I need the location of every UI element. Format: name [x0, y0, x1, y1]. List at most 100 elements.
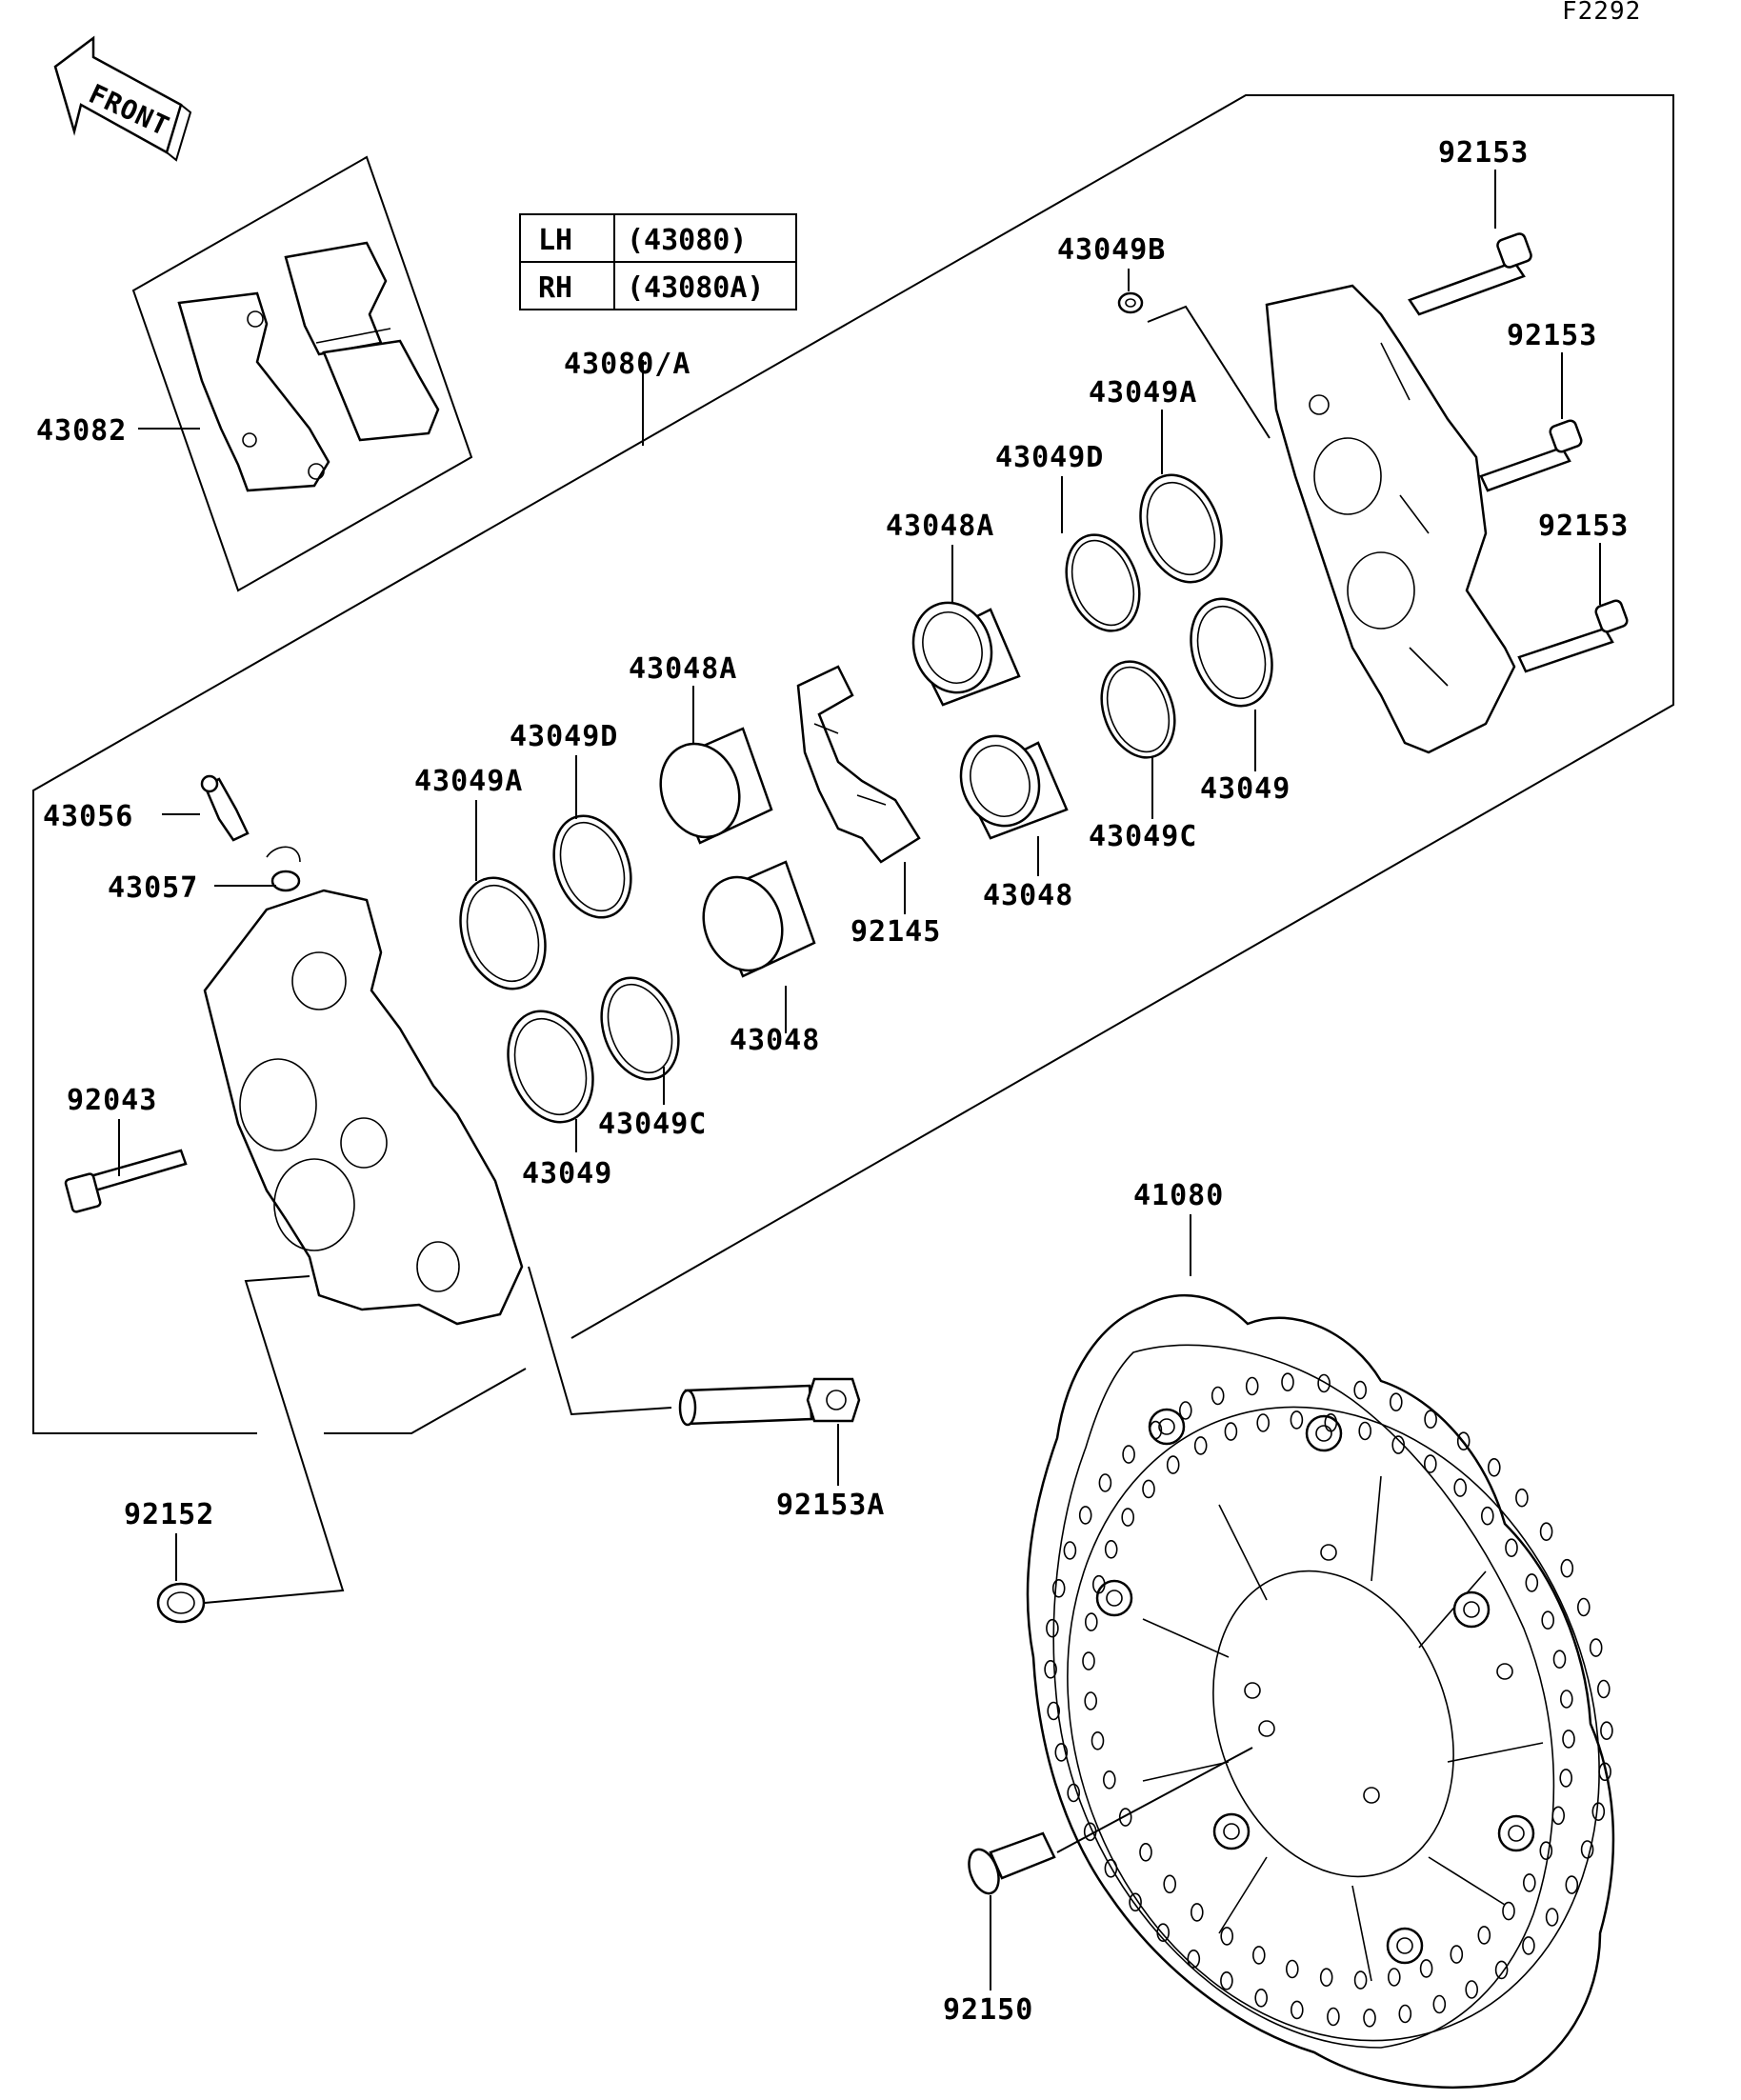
disc-hole: [1085, 1612, 1098, 1631]
disc-hole: [1353, 1970, 1368, 1990]
brake-pad-outline: [131, 155, 473, 592]
disc-hole: [1084, 1691, 1097, 1710]
disc-bolt-92150: [968, 1831, 1056, 1895]
variant-code: (43080A): [627, 271, 765, 305]
disc-hole: [1358, 1421, 1371, 1441]
disc-hole: [1281, 1372, 1294, 1391]
disc-hole: [1541, 1610, 1554, 1630]
disc-hole: [1047, 1701, 1060, 1721]
disc-hole: [1245, 1376, 1259, 1396]
disc-hole: [1122, 1445, 1135, 1464]
callout-43048: 43048: [730, 1024, 820, 1057]
callout-41080: 41080: [1133, 1179, 1224, 1212]
disc-hole: [1465, 1980, 1478, 1999]
disc-hole: [1363, 2009, 1376, 2028]
disc-hole: [1327, 2007, 1340, 2027]
washer-43049B: [1117, 291, 1144, 314]
disc-hole: [1597, 1679, 1611, 1699]
disc-hole: [1477, 1926, 1491, 1945]
callout-43082: 43082: [36, 414, 127, 448]
disc-hole: [1560, 1690, 1573, 1709]
disc-hole: [1552, 1650, 1567, 1669]
callout-92153: 92153: [1507, 319, 1597, 352]
disc-hole: [1589, 1638, 1603, 1657]
disc-hole: [1539, 1841, 1553, 1860]
disc-hole: [1054, 1743, 1069, 1762]
seal-43049A-right: [1139, 473, 1223, 584]
disc-hole: [1166, 1455, 1180, 1474]
seal-43049-left: [507, 1010, 594, 1124]
disc-hole: [1082, 1651, 1095, 1670]
seal-43049D-left: [552, 814, 632, 919]
callout-43049A: 43049A: [1089, 376, 1197, 410]
callout-92145: 92145: [850, 915, 941, 949]
disc-hole: [1488, 1458, 1501, 1477]
piston-43048A-right: [911, 601, 1021, 707]
seal-43049D-right: [1065, 533, 1141, 632]
disc-hole: [1187, 1950, 1201, 1969]
callout-92153: 92153: [1538, 510, 1629, 543]
disc-hole: [1525, 1573, 1539, 1592]
seal-43049C-right: [1100, 660, 1176, 759]
disc-hole: [1600, 1721, 1613, 1740]
seal-43049C-left: [600, 976, 680, 1081]
disc-hole: [1139, 1843, 1152, 1862]
disc-hole: [1179, 1401, 1192, 1420]
callout-43080A: 43080/A: [564, 348, 690, 381]
disc-hole: [1456, 1431, 1471, 1450]
callout-43049B: 43049B: [1057, 233, 1166, 267]
callout-43048A: 43048A: [629, 652, 737, 686]
disc-hole: [1291, 2000, 1304, 2020]
disc-hole: [1091, 1731, 1105, 1750]
disc-hole: [1545, 1908, 1559, 1927]
caliper-right-half: [1265, 284, 1516, 754]
variant-side: RH: [538, 271, 572, 305]
disc-hole: [1118, 1808, 1132, 1827]
disc-hole: [1391, 1435, 1405, 1454]
callout-92150: 92150: [943, 1993, 1033, 2027]
callout-43056: 43056: [43, 800, 133, 833]
variant-code: (43080): [627, 224, 747, 257]
disc-hole: [1046, 1618, 1059, 1638]
disc-hole: [1432, 1994, 1447, 2014]
callout-43048: 43048: [983, 879, 1073, 912]
piston-43048A-left: [659, 727, 773, 845]
disc-hole: [1104, 1540, 1118, 1559]
disc-hole: [1286, 1959, 1299, 1979]
disc-hole: [1319, 1968, 1333, 1987]
disc-hole: [1580, 1840, 1594, 1859]
seal-43049A-left: [459, 876, 547, 990]
variant-side: LH: [538, 224, 572, 257]
disc-hole: [1092, 1574, 1106, 1594]
disc-hole: [1450, 1945, 1464, 1964]
disc-hole: [1390, 1392, 1403, 1411]
disc-hole: [1156, 1923, 1170, 1942]
brake-pad-backing-plate: [177, 291, 330, 492]
pad-spring-92145: [796, 665, 921, 864]
caliper-assembly-outline: [32, 94, 1674, 1434]
disc-hole: [1051, 1579, 1066, 1598]
callout-92153A: 92153A: [776, 1489, 885, 1522]
disc-hole: [1502, 1901, 1515, 1921]
disc-hole: [1494, 1960, 1509, 1980]
leader-lines: [118, 170, 1601, 1990]
disc-hole: [1142, 1479, 1155, 1499]
pin-92043: [64, 1149, 188, 1213]
disc-hole: [1149, 1420, 1163, 1440]
disc-hole: [1539, 1522, 1553, 1541]
callout-43049C: 43049C: [598, 1108, 707, 1141]
disc-hole: [1565, 1875, 1579, 1894]
disc-hole: [1424, 1454, 1437, 1473]
disc-hole: [1290, 1410, 1304, 1430]
brake-disc-41080: [1026, 1293, 1615, 2089]
callout-92043: 92043: [67, 1084, 157, 1117]
bolt-92153: [1479, 419, 1583, 492]
disc-hole: [1067, 1783, 1080, 1803]
disc-hole: [1256, 1413, 1270, 1432]
disc-hole: [1551, 1806, 1565, 1826]
caliper-left-half: [203, 889, 524, 1326]
disc-hole: [1129, 1892, 1142, 1912]
callout-43048A: 43048A: [886, 510, 994, 543]
disc-hole: [1211, 1386, 1225, 1406]
